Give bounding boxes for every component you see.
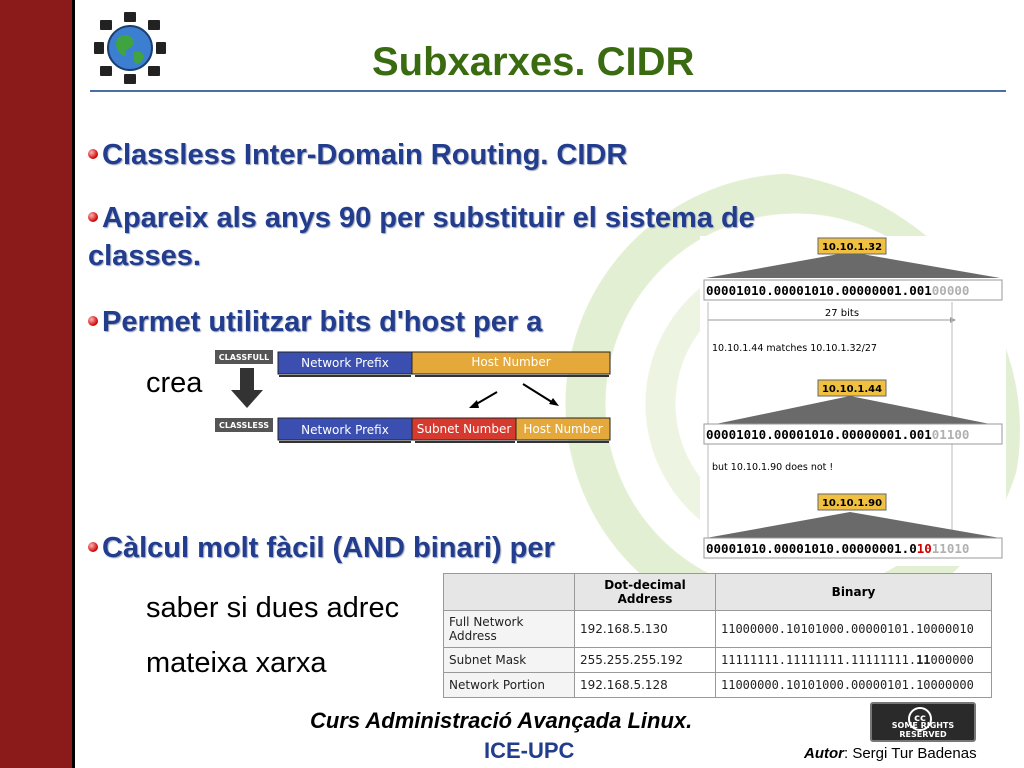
row-label: Network Portion xyxy=(443,672,575,698)
footer-organization: ICE-UPC xyxy=(484,738,575,763)
classless-subnet-number-label: Subnet Number xyxy=(417,422,512,436)
cidr-match-diagram: 10.10.1.32 00001010.00001010.00000001.00… xyxy=(700,236,1006,566)
table-header-binary: Binary xyxy=(715,573,992,611)
left-sidebar-bar xyxy=(0,0,75,768)
classless-tag xyxy=(215,418,273,432)
classfull-network-prefix-label: Network Prefix xyxy=(301,356,389,370)
prefix-address-box xyxy=(817,237,887,255)
binary-and-table: Dot-decimal Address Binary Full Network … xyxy=(443,573,992,698)
bullet-and-calculation: Càlcul molt fàcil (AND binari) per xyxy=(88,529,555,567)
red-ball-bullet-icon xyxy=(88,542,98,553)
cc-text: SOME RIGHTS RESERVED xyxy=(891,721,955,739)
classfull-host-number-box xyxy=(411,351,611,375)
cc-symbol: cc xyxy=(908,707,932,731)
bullet-cidr-definition: Classless Inter-Domain Routing. CIDR xyxy=(88,136,627,174)
row-binary: 11000000.10101000.00000101.10000010 xyxy=(715,610,992,648)
nomatch-address: 10.10.1.90 xyxy=(822,498,882,509)
table-row: Full Network Address 192.168.5.130 11000… xyxy=(443,610,992,648)
table-row: Subnet Mask 255.255.255.192 11111111.111… xyxy=(443,647,992,673)
bits-label: 27 bits xyxy=(825,308,859,319)
table-row: Network Portion 192.168.5.128 11000000.1… xyxy=(443,672,992,698)
bullet-and-continuation-1: saber si dues adrec xyxy=(146,592,400,624)
row-label: Subnet Mask xyxy=(443,647,575,673)
nomatch-binary: 00001010.00001010.00000001.01011010 xyxy=(706,541,969,556)
classless-network-prefix-label: Network Prefix xyxy=(301,423,389,437)
match-address: 10.10.1.44 xyxy=(822,384,882,395)
right-arrow-icon xyxy=(522,383,556,405)
classfull-host-number-label: Host Number xyxy=(471,355,550,369)
row-binary: 11000000.10101000.00000101.10000000 xyxy=(715,672,992,698)
prefix-triangle xyxy=(706,252,1000,278)
classless-host-number-label: Host Number xyxy=(523,422,602,436)
slide-title: Subxarxes. CIDR xyxy=(372,40,695,84)
prefix-binary: 00001010.00001010.00000001.00100000 xyxy=(706,283,969,298)
bullet-host-bits: Permet utilitzar bits d'host per a xyxy=(88,303,542,341)
classfull-classless-diagram: CLASSFULL Network Prefix Host Number CLA… xyxy=(215,350,611,443)
creative-commons-badge-icon[interactable]: cc SOME RIGHTS RESERVED xyxy=(870,702,976,742)
row-dotdecimal: 255.255.255.192 xyxy=(574,647,716,673)
table-header-dotdecimal: Dot-decimal Address xyxy=(574,573,716,611)
red-ball-bullet-icon xyxy=(88,316,98,327)
classless-label: CLASSLESS xyxy=(219,421,269,430)
match-note: 10.10.1.44 matches 10.10.1.32/27 xyxy=(712,343,877,354)
row-dotdecimal: 192.168.5.130 xyxy=(574,610,716,648)
title-underline xyxy=(90,90,1006,92)
nomatch-note: but 10.10.1.90 does not ! xyxy=(712,462,833,473)
red-ball-bullet-icon xyxy=(88,212,98,223)
down-arrow-icon xyxy=(231,368,263,408)
row-label: Full Network Address xyxy=(443,610,575,648)
row-binary: 11111111.11111111.11111111.11000000 xyxy=(715,647,992,673)
classless-host-number-box xyxy=(515,417,611,441)
footer-author: Autor: Sergi Tur Badenas xyxy=(804,745,977,762)
classfull-tag xyxy=(215,350,273,364)
match-binary: 00001010.00001010.00000001.00101100 xyxy=(706,427,969,442)
red-ball-bullet-icon xyxy=(88,149,98,160)
bullet-history: Apareix als anys 90 per substituir el si… xyxy=(88,202,755,272)
nomatch-address-box xyxy=(817,493,887,511)
prefix-address: 10.10.1.32 xyxy=(822,242,882,253)
bullet-and-continuation-2: mateixa xarxa xyxy=(146,647,327,679)
classfull-label: CLASSFULL xyxy=(219,353,269,362)
footer-course-title: Curs Administració Avançada Linux. xyxy=(310,708,693,733)
row-dotdecimal: 192.168.5.128 xyxy=(574,672,716,698)
table-header-row: Dot-decimal Address Binary xyxy=(443,573,992,611)
bullet-host-bits-continuation: crea xyxy=(146,367,203,399)
match-address-box xyxy=(817,379,887,397)
table-header-empty xyxy=(443,573,575,611)
globe-logo-icon xyxy=(94,12,166,84)
